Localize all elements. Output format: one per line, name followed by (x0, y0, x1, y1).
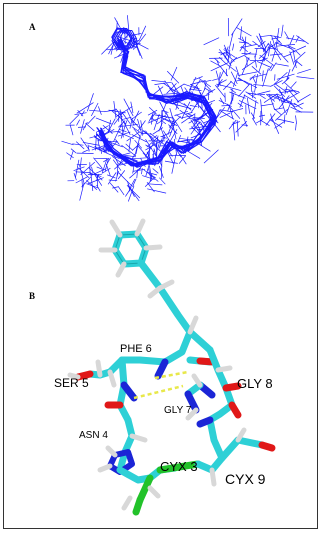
residue-label-phe6: PHE 6 (120, 343, 152, 355)
residue-label-cyx9: CYX 9 (225, 471, 266, 487)
residue-label-gly8: GLY 8 (237, 376, 273, 391)
backbone (67, 259, 276, 516)
panel-a-label: A (29, 22, 36, 32)
residue-label-cyx3: CYX 3 (160, 459, 198, 474)
hydrogen-bonds (133, 370, 189, 400)
residue-label-ser5: SER 5 (54, 376, 89, 390)
panel-b-label: B (29, 291, 36, 301)
residue-label-gly7: GLY 7 (164, 405, 192, 416)
phenyl-ring (98, 218, 163, 278)
residue-label-asn4: ASN 4 (79, 430, 108, 441)
